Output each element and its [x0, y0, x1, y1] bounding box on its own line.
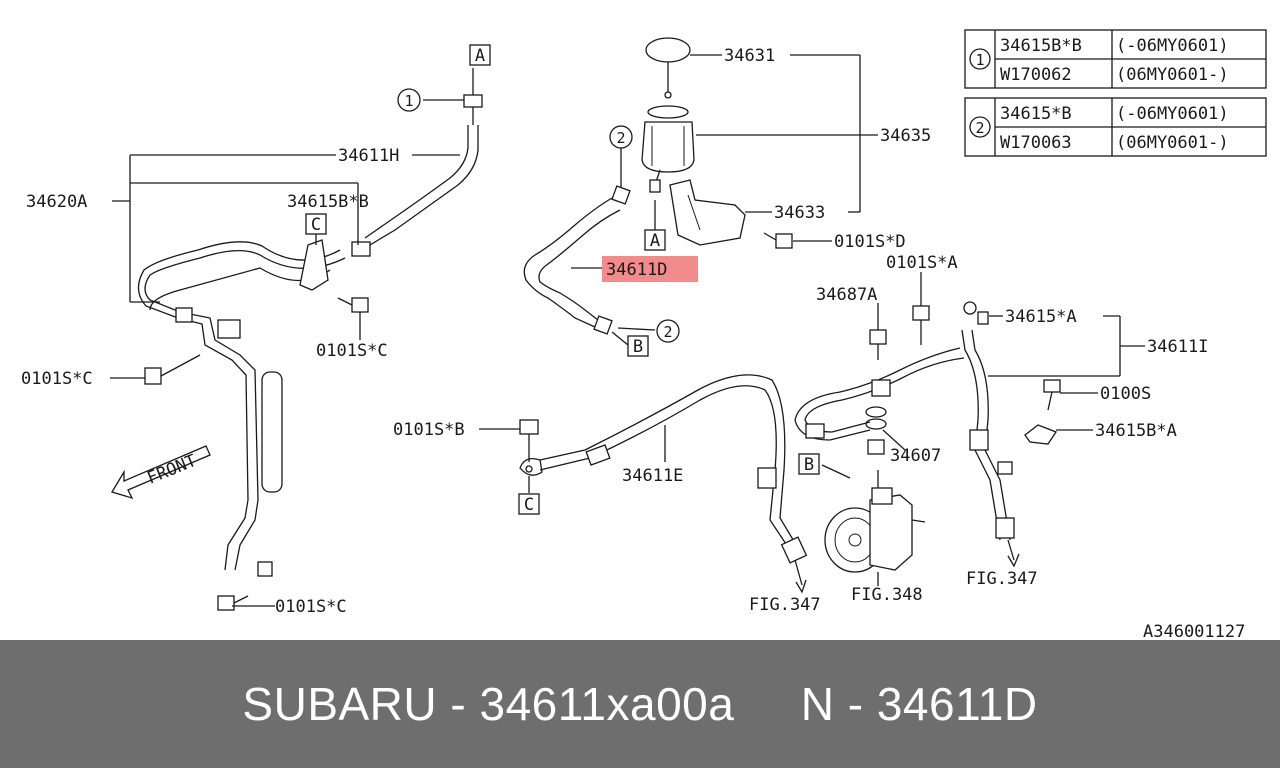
- svg-text:2: 2: [663, 323, 672, 341]
- part-label: 34687A: [816, 285, 877, 305]
- figure-ref-label: FIG.347: [966, 569, 1038, 589]
- part-label: 34633: [774, 203, 825, 223]
- suction-hose-34611d: [523, 185, 631, 335]
- svg-text:1: 1: [404, 92, 413, 110]
- footer-bar: SUBARU - 34611xa00a N - 34611D: [0, 640, 1280, 768]
- reservoir-tank: [641, 105, 695, 193]
- part-label: 0100S: [1100, 384, 1151, 404]
- part-label: 34607: [890, 446, 941, 466]
- part-label: 34611E: [622, 466, 683, 486]
- bolt: [763, 232, 793, 249]
- footer-title: SUBARU - 34611xa00a N - 34611D: [242, 678, 1038, 730]
- callout-a: A: [469, 44, 491, 66]
- table-range: (06MY0601-): [1116, 65, 1229, 85]
- part-label: 0101S*C: [316, 341, 388, 361]
- reference-table: 1 34615B*B (-06MY0601) W170062 (06MY0601…: [964, 29, 1267, 157]
- part-label: 34615*A: [1005, 307, 1077, 327]
- bolt: [217, 561, 273, 611]
- table-ref-2: 2: [975, 119, 984, 137]
- bolt: [144, 354, 201, 385]
- parts-diagram: 1 34615B*B (-06MY0601) W170062 (06MY0601…: [21, 29, 1267, 640]
- pressure-pipe-34620a: [137, 241, 346, 571]
- front-arrow-icon: [111, 445, 211, 500]
- part-label: 0101S*C: [21, 369, 93, 389]
- callout-c: C: [305, 213, 327, 235]
- table-part: 34615B*B: [1000, 36, 1082, 56]
- part-label: 34611H: [338, 146, 399, 166]
- callout-circle-2: 2: [609, 125, 633, 149]
- svg-text:2: 2: [616, 129, 625, 147]
- clamp: [963, 301, 989, 325]
- callout-c: C: [518, 493, 540, 515]
- svg-text:C: C: [524, 495, 534, 515]
- svg-text:B: B: [633, 337, 643, 357]
- callout-b: B: [798, 453, 820, 475]
- part-label: 34615B*A: [1095, 421, 1177, 441]
- pressure-hose-34611e: [519, 374, 808, 594]
- return-hose-34611i: [794, 329, 1020, 568]
- table-part: W170062: [1000, 65, 1072, 85]
- part-label: 0101S*D: [834, 232, 906, 252]
- bolt: [519, 419, 539, 462]
- return-hose-34611h: [364, 68, 483, 246]
- table-part: W170063: [1000, 133, 1072, 153]
- part-label: 34631: [724, 46, 775, 66]
- part-label-highlighted: 34611D: [606, 260, 667, 280]
- part-label: 0101S*B: [393, 420, 465, 440]
- svg-text:A: A: [475, 46, 485, 66]
- table-range: (06MY0601-): [1116, 133, 1229, 153]
- reservoir-cap: [645, 37, 691, 99]
- figure-ref-label: FIG.347: [749, 595, 821, 615]
- part-label: 34611I: [1147, 337, 1208, 357]
- bolt: [912, 305, 930, 345]
- part-label: 34635: [880, 126, 931, 146]
- figure-ref-label: FIG.348: [851, 585, 923, 605]
- bolt: [869, 329, 887, 360]
- clamp: [997, 424, 1057, 475]
- callout-a: A: [644, 229, 666, 251]
- svg-text:B: B: [804, 455, 814, 475]
- table-range: (-06MY0601): [1116, 104, 1229, 124]
- power-steering-pump: [821, 464, 926, 586]
- part-highlight: [602, 256, 698, 282]
- bolt: [1043, 379, 1061, 411]
- bolt: [337, 297, 369, 313]
- callout-circle-2: 2: [656, 319, 680, 343]
- part-label: 34620A: [26, 192, 87, 212]
- pipe-clamp: [299, 239, 371, 291]
- table-ref-1: 1: [975, 51, 984, 69]
- part-label: 0101S*C: [275, 597, 347, 617]
- front-label: FRONT: [144, 451, 199, 489]
- callout-b: B: [627, 335, 649, 357]
- drawing-code: A346001127: [1143, 622, 1245, 640]
- svg-text:C: C: [311, 215, 321, 235]
- reservoir-bracket: [669, 179, 746, 246]
- table-range: (-06MY0601): [1116, 36, 1229, 56]
- gasket: [865, 406, 887, 455]
- part-label: 0101S*A: [886, 253, 958, 273]
- part-label: 34615B*B: [287, 192, 369, 212]
- callout-circle-1: 1: [397, 88, 421, 112]
- svg-text:A: A: [650, 231, 660, 251]
- table-part: 34615*B: [1000, 104, 1072, 124]
